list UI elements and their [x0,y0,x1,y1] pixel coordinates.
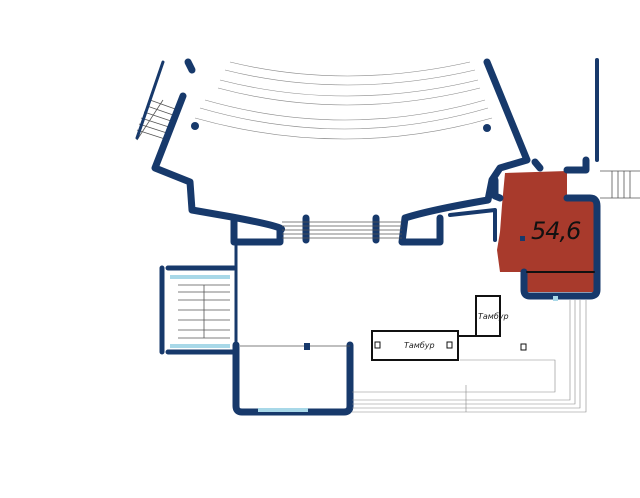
tambur-label-upper: Тамбур [478,312,509,321]
lobby-walls [159,242,354,416]
right-exterior-stair [600,170,640,199]
tambur-vestibules [371,295,527,361]
auditorium-walls [135,58,531,246]
unit-area-label: 54,6 [531,217,581,245]
stairwell [178,284,230,339]
left-outer-stair [136,99,179,141]
exterior-terrace-steps [352,300,587,413]
unit-walls [448,58,601,301]
tambur-label-lower: Тамбур [404,341,435,350]
auditorium-seating [194,61,493,140]
front-stairs [282,221,402,239]
